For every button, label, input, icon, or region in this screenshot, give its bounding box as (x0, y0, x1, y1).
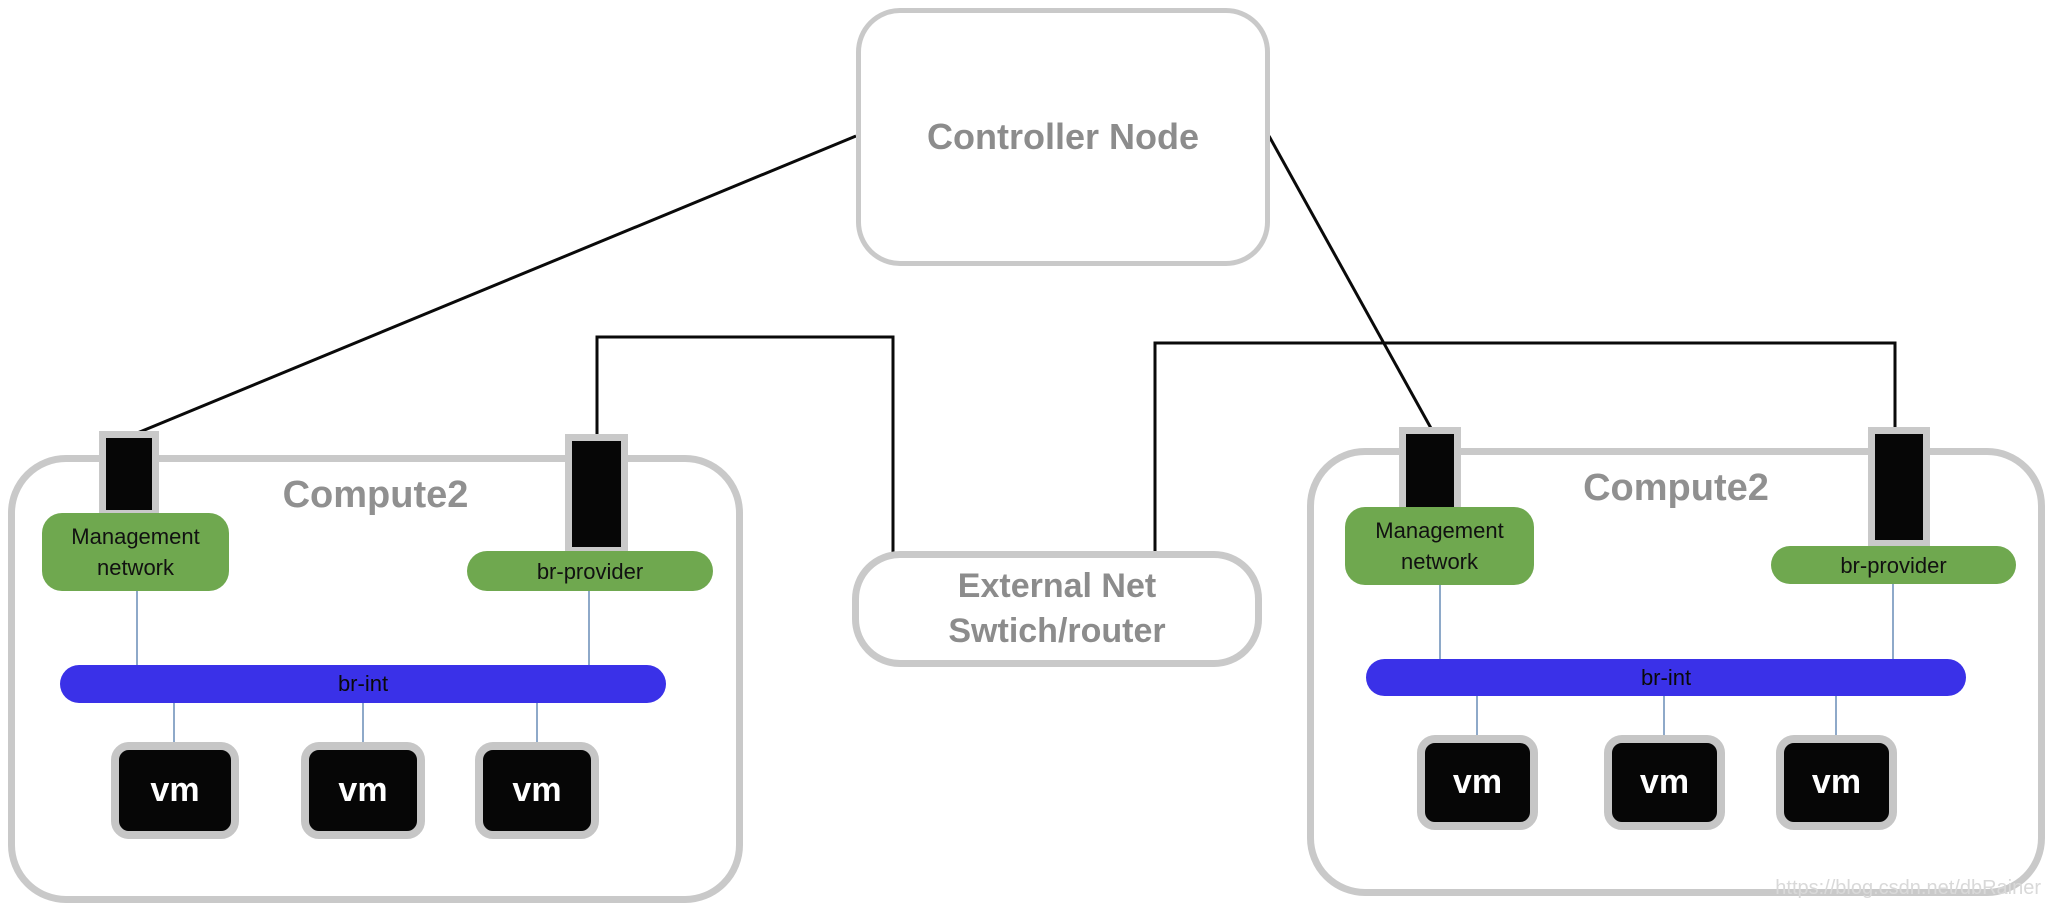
left-vm-1-label: vm (150, 771, 200, 809)
right-vm-3: vm (1776, 735, 1897, 830)
right-vm-3-label: vm (1811, 763, 1862, 801)
left-management-label-line1: Management (71, 524, 200, 549)
right-br-int-bar: br-int (1366, 659, 1966, 696)
left-vm-3: vm (475, 742, 599, 839)
right-vm-1-label: vm (1452, 763, 1503, 801)
external-switch-label-line2: Swtich/router (948, 612, 1166, 650)
link-controller-to-right-mgmt-nic (1267, 135, 1434, 431)
right-management-network-box: Management network (1345, 507, 1534, 585)
left-br-int-label: br-int (337, 671, 389, 696)
right-management-label-line2: network (1400, 549, 1479, 574)
right-provider-nic (1868, 427, 1930, 547)
right-br-provider-box: br-provider (1771, 546, 2016, 584)
external-switch-box: External Net Swtich/router (852, 551, 1262, 667)
right-management-nic (1399, 427, 1461, 514)
left-management-network-box: Management network (42, 513, 229, 591)
left-vm-2: vm (301, 742, 425, 839)
compute-left-title: Compute2 (282, 474, 469, 516)
controller-node-box: Controller Node (856, 8, 1270, 266)
link-controller-to-left-mgmt-nic (129, 134, 857, 438)
right-br-provider-label: br-provider (1840, 552, 1947, 578)
left-vm-1: vm (111, 742, 239, 839)
left-br-provider-box: br-provider (467, 551, 713, 591)
link-left-prov-nic-to-external-switch (595, 335, 895, 554)
compute-left-box: Compute2 (8, 455, 743, 903)
left-br-provider-label: br-provider (536, 558, 644, 584)
compute-right-title: Compute2 (1583, 467, 1769, 509)
right-br-int-label: br-int (1640, 664, 1692, 690)
left-management-label-line2: network (96, 555, 175, 580)
watermark-text: https://blog.csdn.net/dbRainer (1775, 877, 2041, 899)
right-vm-2-label: vm (1639, 763, 1690, 801)
left-management-nic (99, 431, 159, 517)
left-br-int-bar: br-int (60, 665, 666, 703)
controller-node-label: Controller Node (926, 116, 1199, 157)
compute-right-box: Compute2 (1307, 448, 2045, 896)
right-vm-2: vm (1604, 735, 1725, 830)
external-switch-label-line1: External Net (957, 567, 1157, 605)
left-vm-2-label: vm (338, 771, 388, 809)
link-right-prov-nic-to-external-switch (1153, 341, 1897, 554)
right-management-label-line1: Management (1375, 518, 1504, 543)
right-vm-1: vm (1417, 735, 1538, 830)
left-vm-3-label: vm (512, 771, 562, 809)
left-provider-nic (565, 434, 628, 554)
